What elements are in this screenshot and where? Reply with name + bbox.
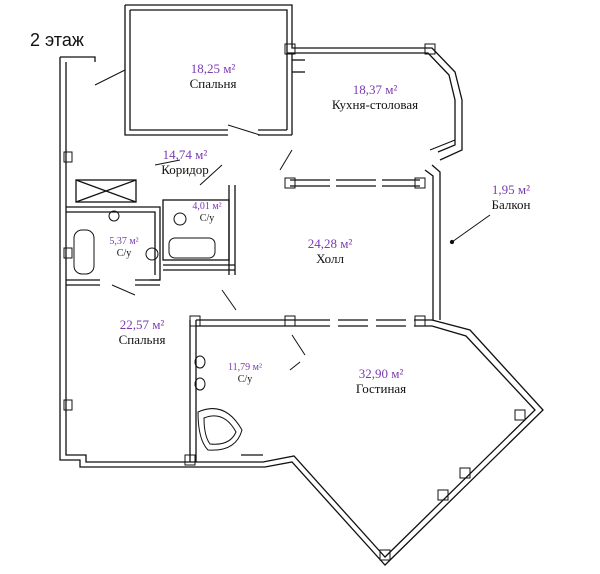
outer-walls [59,4,544,566]
room-label-bedroom1: 18,25 м² Спальня [189,61,237,92]
room-area: 18,37 м² [352,82,398,97]
door-swings [94,69,456,371]
room-area: 22,57 м² [119,317,165,332]
room-name: С/у [237,373,253,385]
room-area: 24,28 м² [307,236,353,251]
floor-title: 2 этаж [30,30,84,50]
room-label-bath-small: 4,01 м² С/у [192,201,221,224]
columns [63,43,526,561]
room-name: Балкон [491,196,531,212]
room-area: 18,25 м² [190,61,236,76]
room-area: 4,01 м² [192,201,222,212]
room-area: 14,74 м² [162,147,208,162]
room-area: 11,79 м² [228,362,262,373]
room-label-bath-large: 11,79 м² С/у [228,362,262,385]
room-label-balcony: 1,95 м² Балкон [491,182,531,213]
room-name: Кухня-столовая [331,96,419,112]
room-name: Холл [316,250,344,266]
room-area: 32,90 м² [358,366,404,381]
room-name: С/у [199,212,215,224]
fixtures [73,210,243,451]
room-name: Спальня [118,331,166,347]
hall-walls [189,179,432,462]
room-label-kitchen: 18,37 м² Кухня-столовая [331,82,419,113]
room-name: Спальня [189,75,237,91]
bath-walls [66,179,236,286]
room-name: Коридор [161,161,209,177]
room-label-hall: 24,28 м² Холл [307,236,353,267]
bedroom1-walls [124,5,305,136]
room-label-bedroom2: 22,57 м² Спальня [118,317,166,348]
room-name: С/у [116,247,132,259]
room-label-bath-mid: 5,37 м² С/у [109,236,138,259]
room-name: Гостиная [355,380,407,396]
room-label-corridor: 14,74 м² Коридор [161,147,209,178]
balcony-leader [451,214,491,243]
room-label-living: 32,90 м² Гостиная [355,366,407,397]
room-area: 5,37 м² [109,236,139,247]
room-area: 1,95 м² [491,182,531,197]
